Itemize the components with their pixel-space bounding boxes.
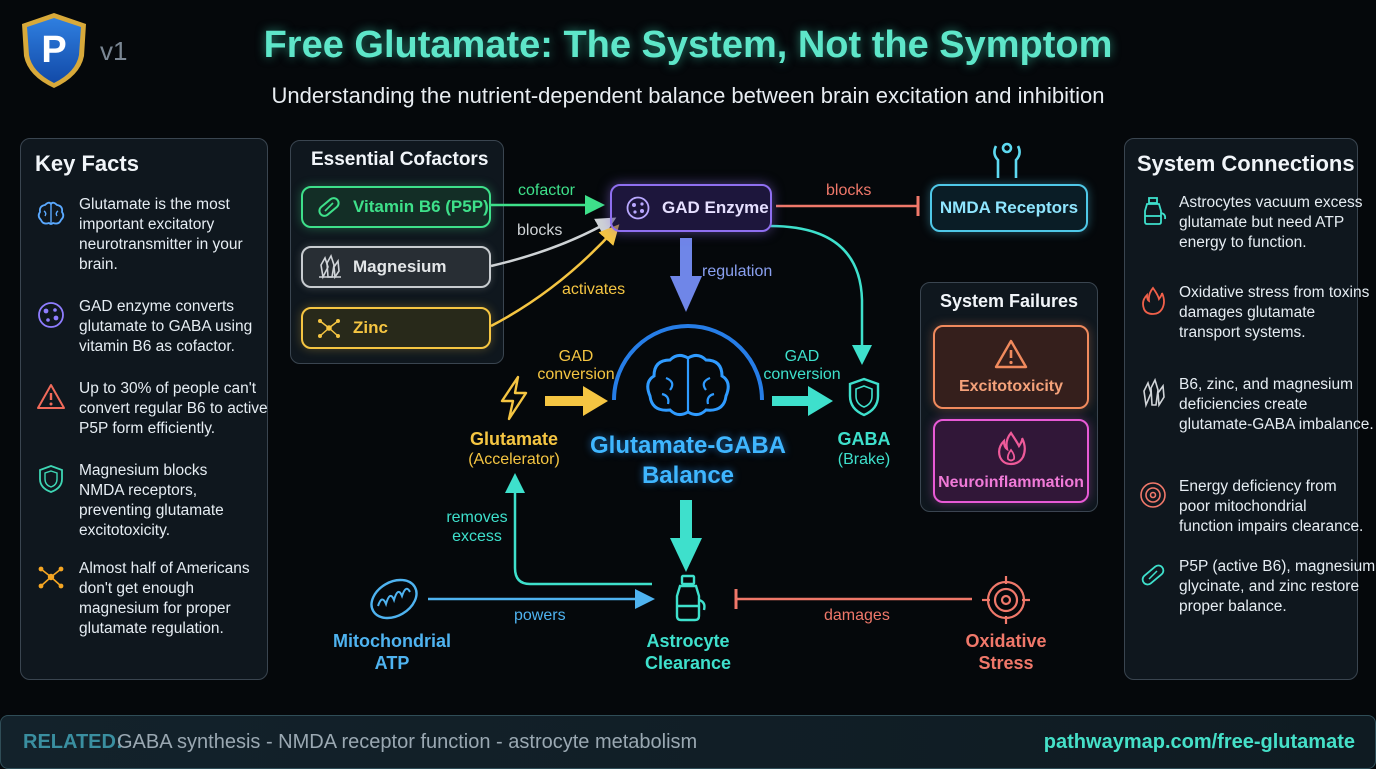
edge-label-blocks: blocks [517, 222, 563, 239]
key-facts-panel: Key Facts Glutamate is the most importan… [20, 138, 268, 680]
cofactors-title: Essential Cofactors [311, 149, 489, 170]
edge-label-cofactor: cofactor [518, 182, 575, 199]
flame-icon [1142, 286, 1165, 315]
failure-neuroinflammation: Neuroinflammation [933, 419, 1089, 503]
shield-icon [848, 377, 880, 417]
astrocyte-label-line1: Astrocyte [646, 631, 730, 651]
target-icon [982, 576, 1030, 624]
gaba-label: GABA [837, 429, 891, 449]
failure-excitotoxicity: Excitotoxicity [933, 325, 1089, 409]
cofactor-label: Vitamin B6 (P5P) [353, 197, 489, 216]
enzyme-icon [38, 302, 64, 328]
brain-icon [646, 353, 730, 417]
receptor-icon [993, 142, 1021, 178]
lightning-icon [500, 375, 528, 421]
astrocyte-label-line2: Clearance [644, 653, 732, 673]
gad-enzyme-label: GAD Enzyme [662, 198, 769, 217]
connection-text: Astrocytes vacuum excess glutamate but n… [1179, 194, 1363, 251]
gad-enzyme-node: GAD Enzyme [610, 184, 772, 232]
failures-title: System Failures [939, 291, 1079, 311]
cofactor-zinc: Zinc [301, 307, 491, 349]
fact-text: Glutamate is the most important excitato… [79, 196, 243, 273]
cofactor-magnesium: Magnesium [301, 246, 491, 288]
glutamate-sublabel: (Accelerator) [468, 451, 560, 468]
failure-label: Excitotoxicity [958, 378, 1064, 395]
connection-text: Oxidative stress from toxins damages glu… [1179, 284, 1370, 341]
logo-shield-icon: P [22, 13, 86, 88]
pill-icon [318, 197, 340, 217]
shield-icon [39, 465, 63, 493]
flask-icon [1144, 197, 1167, 225]
enzyme-icon [626, 196, 650, 220]
footer-bar: RELATED: GABA synthesis - NMDA receptor … [0, 715, 1376, 769]
molecule-icon [318, 319, 340, 338]
fact-text: Almost half of Americans don't get enoug… [79, 560, 250, 637]
oxidative-label-line2: Stress [978, 653, 1034, 673]
svg-text:P: P [41, 29, 66, 71]
edge-label-blocks-nmda: blocks [826, 182, 872, 199]
related-label: RELATED: [23, 731, 123, 753]
connection-text: P5P (active B6), magnesium glycinate, an… [1179, 558, 1376, 615]
mito-label-line2: ATP [374, 653, 410, 673]
page-subtitle: Understanding the nutrient-dependent bal… [271, 83, 1105, 108]
system-failures-panel: System Failures Excitotoxicity Neuroinfl… [920, 282, 1098, 512]
crystal-icon [319, 254, 341, 280]
gad-conversion-left: GAD conversion [537, 348, 615, 383]
system-connections-panel: System Connections Astrocytes vacuum exc… [1124, 138, 1375, 680]
related-text: GABA synthesis - NMDA receptor function … [117, 731, 698, 753]
failure-label: Neuroinflammation [938, 474, 1084, 491]
warning-icon [37, 384, 65, 409]
center-label-line1: Glutamate-GABA [589, 432, 787, 459]
gad-conversion-right: GAD conversion [763, 348, 841, 383]
cofactor-label: Zinc [353, 318, 388, 337]
footer-url[interactable]: pathwaymap.com/free-glutamate [1043, 731, 1355, 753]
cofactor-label: Magnesium [353, 257, 447, 276]
nmda-receptors-node: NMDA Receptors [930, 184, 1088, 232]
edge-label-regulation: regulation [702, 263, 773, 280]
mito-label-line1: Mitochondrial [333, 631, 451, 651]
edge-label-powers: powers [514, 607, 566, 624]
connection-text: B6, zinc, and magnesium deficiencies cre… [1179, 376, 1374, 433]
page-title: Free Glutamate: The System, Not the Symp… [263, 24, 1113, 66]
warning-icon [994, 339, 1028, 369]
target-icon [1140, 482, 1166, 508]
key-facts-title: Key Facts [35, 151, 139, 176]
edge-label-removes-excess: removes excess [446, 509, 508, 545]
flask-icon [675, 574, 706, 622]
mitochondria-icon [370, 578, 418, 620]
flame-icon [998, 431, 1026, 466]
oxidative-label-line1: Oxidative [965, 631, 1047, 651]
fact-text: GAD enzyme converts glutamate to GABA us… [79, 298, 253, 355]
cofactor-vitamin-b6: Vitamin B6 (P5P) [301, 186, 491, 228]
edge-label-activates: activates [562, 281, 626, 298]
brain-icon [37, 201, 65, 225]
connection-text: Energy deficiency from poor mitochondria… [1179, 478, 1364, 535]
gaba-sublabel: (Brake) [837, 451, 891, 468]
connections-title: System Connections [1137, 151, 1355, 176]
nmda-label: NMDA Receptors [939, 198, 1079, 217]
version-label: v1 [100, 36, 128, 66]
fact-text: Magnesium blocks NMDA receptors, prevent… [79, 462, 224, 539]
pill-icon [1141, 564, 1165, 586]
crystal-icon [1143, 377, 1165, 408]
glutamate-label: Glutamate [469, 429, 559, 449]
fact-text: Up to 30% of people can't convert regula… [79, 380, 268, 437]
center-label-line2: Balance [641, 462, 735, 489]
cofactors-panel: Essential Cofactors [290, 140, 504, 364]
edge-label-damages: damages [824, 607, 890, 624]
molecule-icon [38, 566, 64, 589]
